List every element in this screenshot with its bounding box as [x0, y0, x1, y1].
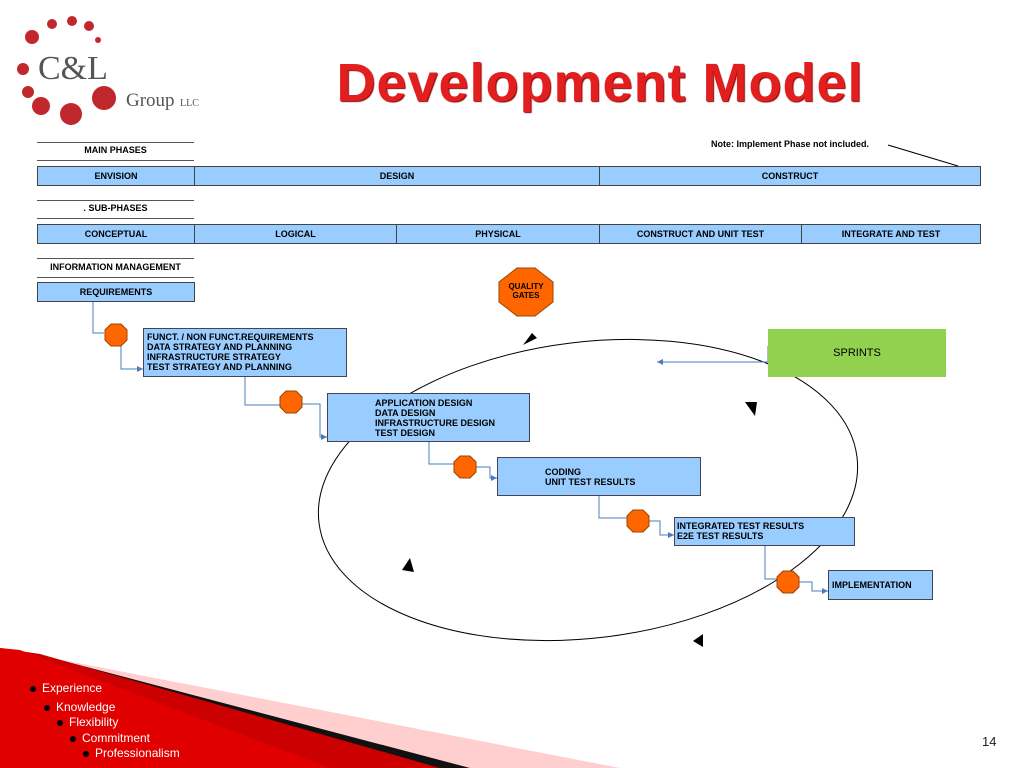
divider	[37, 200, 194, 201]
step-coding-box: CODING UNIT TEST RESULTS	[497, 457, 701, 496]
quality-gates-line: GATES	[512, 291, 540, 300]
divider	[37, 277, 194, 278]
gate-5	[776, 570, 800, 594]
step-line: E2E TEST RESULTS	[677, 531, 764, 541]
quality-gate-octagon	[498, 267, 554, 317]
bullet-icon	[30, 685, 36, 692]
step-integration-box: INTEGRATED TEST RESULTS E2E TEST RESULTS	[674, 517, 855, 546]
step-line: INTEGRATED TEST RESULTS	[677, 521, 805, 531]
step-line: DATA DESIGN	[375, 408, 436, 418]
sub-phases-label: . SUB-PHASES	[83, 203, 148, 213]
divider	[37, 142, 194, 143]
step-design-box: APPLICATION DESIGN DATA DESIGN INFRASTRU…	[327, 393, 530, 442]
gate-4	[626, 509, 650, 533]
page-number: 14	[982, 734, 997, 749]
step-line: IMPLEMENTATION	[832, 580, 912, 590]
step-line: DATA STRATEGY AND PLANNING	[147, 342, 293, 352]
step-line: FUNCT. / NON FUNCT.REQUIREMENTS	[147, 332, 314, 342]
bullet-icon	[70, 735, 76, 742]
divider	[37, 218, 194, 219]
quality-gates-line: QUALITY	[508, 282, 544, 291]
step-implementation-box: IMPLEMENTATION	[828, 570, 933, 600]
bullet-icon	[83, 750, 89, 757]
value-label: Commitment	[82, 731, 151, 745]
phase-design: DESIGN	[194, 166, 600, 186]
step-line: INFRASTRUCTURE DESIGN	[375, 418, 496, 428]
step-line: CODING	[545, 467, 581, 477]
value-item: Professionalism	[83, 746, 180, 761]
gate-1	[104, 323, 128, 347]
divider	[37, 160, 194, 161]
logo-circles	[17, 16, 116, 125]
step-line: UNIT TEST RESULTS	[545, 477, 636, 487]
bullet-icon	[44, 704, 50, 711]
value-item: Knowledge	[44, 700, 115, 715]
sprints-box: SPRINTS	[768, 329, 946, 377]
step-requirements-box: FUNCT. / NON FUNCT.REQUIREMENTS DATA STR…	[143, 328, 347, 377]
cycle-arrow-left	[402, 558, 414, 572]
value-label: Knowledge	[56, 700, 116, 714]
subphase-physical: PHYSICAL	[396, 224, 600, 244]
info-management-label: INFORMATION MANAGEMENT	[50, 262, 181, 272]
value-item: Experience	[30, 681, 102, 696]
value-item: Flexibility	[57, 715, 118, 730]
value-label: Experience	[42, 681, 103, 695]
logo-suffix: LLC	[180, 98, 199, 109]
requirements-box: REQUIREMENTS	[37, 282, 195, 302]
gate-3	[453, 455, 477, 479]
cycle-arrow-top	[523, 333, 537, 345]
step-line: TEST DESIGN	[375, 428, 436, 438]
logo-group: Group	[126, 90, 175, 111]
value-label: Flexibility	[69, 715, 119, 729]
main-phases-label: MAIN PHASES	[84, 145, 147, 155]
cycle-arrow-right	[745, 402, 757, 416]
quality-gates-label: QUALITY GATES	[499, 282, 553, 300]
page-title: Development Model	[336, 53, 864, 113]
divider	[37, 258, 194, 259]
cycle-arrow-bottom	[693, 634, 703, 647]
gate-2	[279, 390, 303, 414]
note-text: Note: Implement Phase not included.	[711, 139, 870, 149]
step-line: APPLICATION DESIGN	[375, 398, 473, 408]
step-line: TEST STRATEGY AND PLANNING	[147, 362, 292, 372]
subphase-integrate-test: INTEGRATE AND TEST	[801, 224, 981, 244]
logo-brand: C&L	[38, 50, 108, 87]
step-line: INFRASTRUCTURE STRATEGY	[147, 352, 281, 362]
company-logo: C&L Group LLC	[14, 12, 214, 132]
bullet-icon	[57, 719, 63, 726]
corner-swoosh	[0, 648, 620, 768]
value-item: Commitment	[70, 731, 150, 746]
value-label: Professionalism	[95, 746, 180, 760]
phase-construct: CONSTRUCT	[599, 166, 981, 186]
